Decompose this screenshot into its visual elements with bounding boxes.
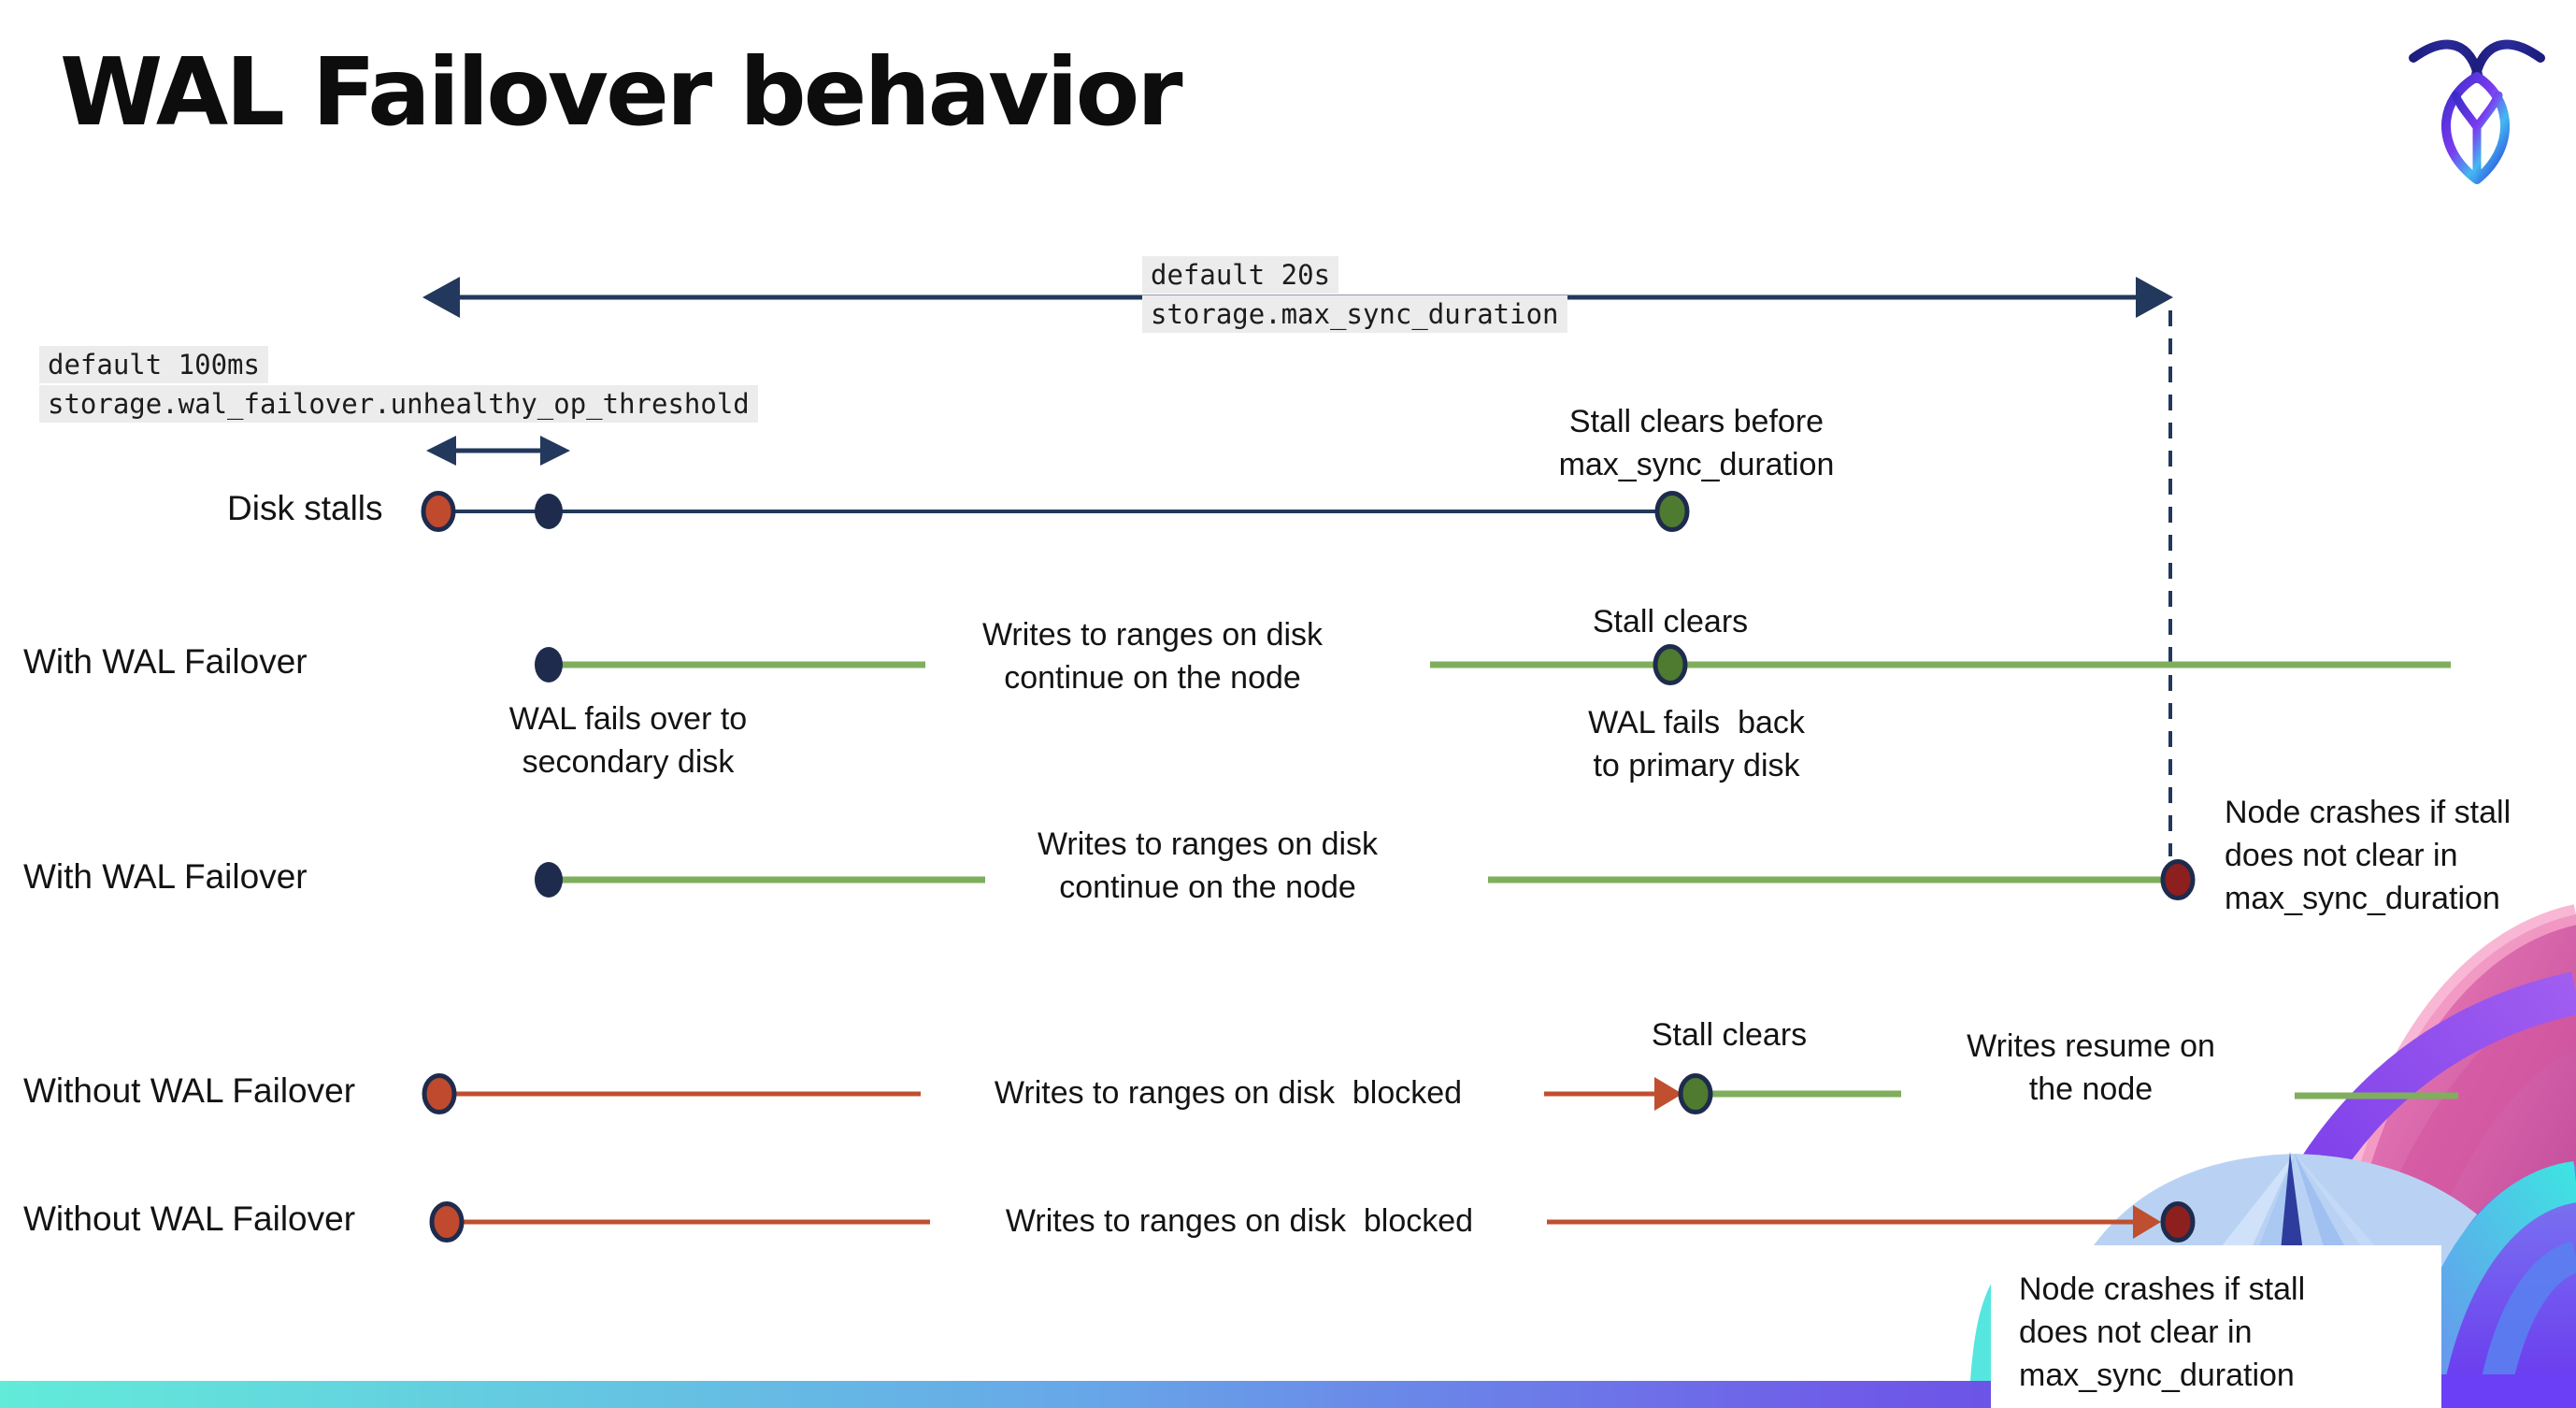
timeline-with-failover-crash	[535, 859, 2196, 900]
stall-start-dot	[421, 491, 456, 532]
annotation-writes-blocked-row5: Writes to ranges on disk blocked	[1005, 1203, 1474, 1239]
annotation-node-crashes-row3: Node crashes if stall does not clear in …	[2225, 795, 2512, 917]
annotation-stall-clears-before: Stall clears before max_sync_duration	[1558, 404, 1835, 483]
page-title: WAL Failover behavior	[60, 37, 1183, 147]
stall-clears-dot	[1678, 1073, 1713, 1114]
annotation-stall-clears-row2: Stall clears	[1592, 604, 1749, 639]
cockroachdb-logo-icon	[2409, 39, 2545, 184]
stall-start-dot	[429, 1201, 465, 1243]
failover-dot	[535, 862, 563, 898]
failover-dot	[535, 647, 563, 682]
annotation-writes-blocked-row4: Writes to ranges on disk blocked	[994, 1075, 1463, 1111]
stall-clears-dot	[1654, 491, 1690, 532]
crash-note-box: Node crashes if stall does not clear in …	[1991, 1245, 2441, 1408]
timeline-disk-stalls	[421, 491, 1690, 532]
row-label-with-wal-failover-1: With WAL Failover	[23, 642, 308, 681]
row-label-without-wal-failover-1: Without WAL Failover	[23, 1071, 356, 1110]
max-sync-default-label: default 20s	[1142, 256, 1339, 294]
threshold-dot	[535, 494, 563, 529]
annotation-writes-resume: Writes resume on the node	[1967, 1028, 2215, 1108]
timeline-without-failover-crash	[429, 1201, 2196, 1243]
stall-start-dot	[422, 1073, 457, 1114]
row-label-without-wal-failover-2: Without WAL Failover	[23, 1200, 356, 1238]
unhealthy-op-setting-name: storage.wal_failover.unhealthy_op_thresh…	[39, 385, 758, 423]
max-sync-setting-name: storage.max_sync_duration	[1142, 295, 1567, 333]
annotation-stall-clears-row4: Stall clears	[1651, 1017, 1808, 1053]
unhealthy-op-threshold-arrow	[426, 436, 570, 466]
annotation-wal-fails-back: WAL fails back to primary disk	[1588, 705, 1805, 784]
annotation-wal-fails-over: WAL fails over to secondary disk	[508, 701, 748, 781]
annotation-writes-continue-row3: Writes to ranges on disk continue on the…	[1037, 826, 1379, 906]
node-crash-dot	[2160, 859, 2196, 900]
row-label-disk-stalls: Disk stalls	[227, 489, 383, 527]
timeline-with-failover-clears	[535, 644, 2451, 685]
annotation-writes-continue-row2: Writes to ranges on disk continue on the…	[981, 617, 1324, 697]
annotation-node-crashes-row5: Node crashes if stall does not clear in …	[2019, 1272, 2306, 1394]
unhealthy-op-default-label: default 100ms	[39, 346, 268, 383]
node-crash-dot	[2160, 1201, 2196, 1243]
failback-dot	[1653, 644, 1688, 685]
row-label-with-wal-failover-2: With WAL Failover	[23, 857, 308, 896]
timeline-without-failover-clears	[422, 1073, 2458, 1114]
